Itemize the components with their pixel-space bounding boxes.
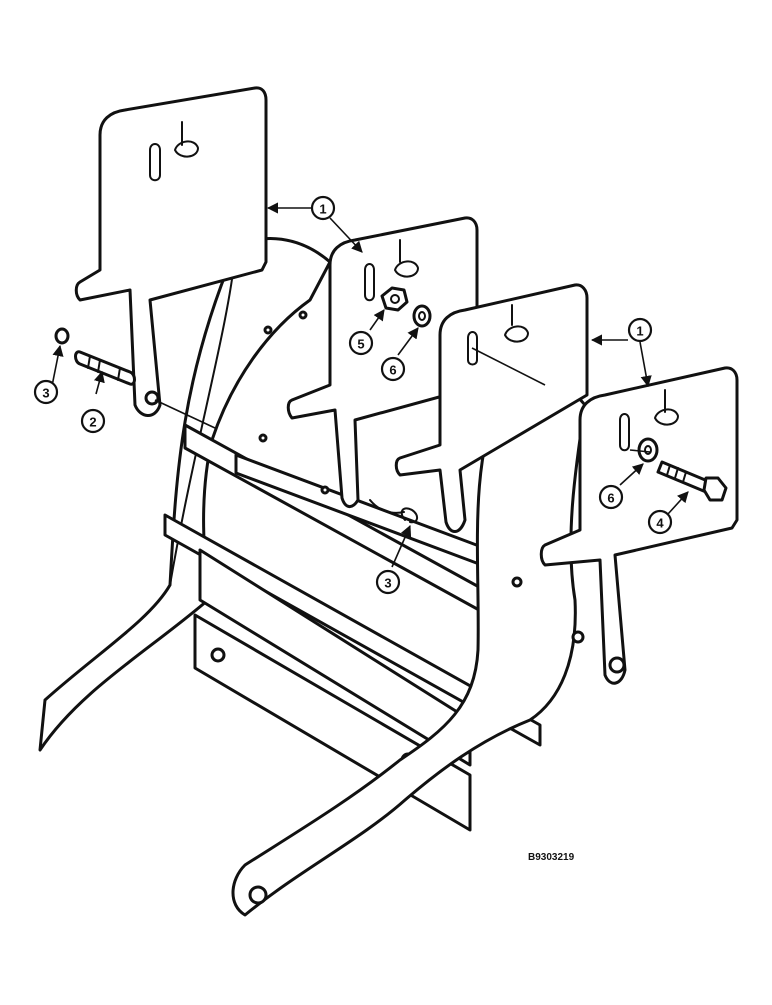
- callout-6-b: 6: [598, 484, 624, 510]
- svg-text:6: 6: [389, 363, 396, 378]
- svg-text:3: 3: [384, 576, 391, 591]
- nut-part-5: [380, 286, 409, 312]
- weight-plate-a: [74, 86, 268, 417]
- weight-plate-d: [539, 366, 739, 685]
- figure-code: B9303219: [528, 852, 575, 863]
- snap-ring-part-3-left: [54, 327, 70, 345]
- svg-text:1: 1: [319, 202, 326, 217]
- washer-part-6-right: [637, 437, 659, 463]
- callout-2: 2: [80, 408, 106, 434]
- callout-4: 4: [647, 509, 673, 535]
- callout-3-b: 3: [375, 569, 401, 595]
- svg-text:1: 1: [636, 324, 643, 339]
- svg-text:4: 4: [656, 516, 664, 531]
- alignment-lines: [154, 347, 651, 453]
- frame-right-fork-arm: [231, 381, 587, 917]
- pin-part-2: [74, 350, 136, 386]
- frame-mount-holes: [258, 310, 330, 495]
- svg-text:6: 6: [607, 491, 614, 506]
- weight-plate-c: [394, 283, 589, 533]
- callout-3-a: 3: [33, 379, 59, 405]
- svg-text:2: 2: [89, 415, 96, 430]
- callout-6-a: 6: [380, 356, 406, 382]
- svg-text:5: 5: [357, 337, 364, 352]
- bolt-part-4: [656, 460, 728, 502]
- svg-text:3: 3: [42, 386, 49, 401]
- callout-1-b: 1: [627, 317, 653, 343]
- callout-leaders: [51, 202, 689, 568]
- callout-5: 5: [348, 330, 374, 356]
- snap-ring-part-3-center: [369, 499, 418, 524]
- callout-1-a: 1: [310, 195, 336, 221]
- washer-part-6-center: [412, 304, 432, 328]
